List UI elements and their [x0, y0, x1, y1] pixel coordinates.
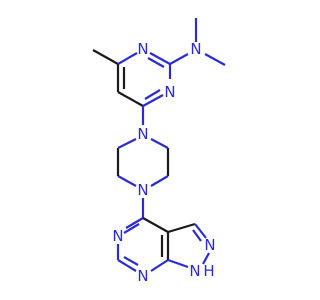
bond-c2-n1	[149, 52, 171, 65]
atom-pyrazole-n2: N	[204, 236, 215, 254]
bond-c4-n3	[142, 94, 164, 107]
atom-pyrazolopyrimidine-n5: N	[112, 227, 123, 245]
bond-pip-n-bottom-left	[117, 175, 137, 187]
bond-c6-n7-double	[123, 256, 139, 266]
bond-nme2-methyl-b	[204, 53, 226, 66]
atom-pyrazole-nh-hydrogen: H	[203, 262, 214, 280]
bond-pip-n-top-right	[150, 138, 169, 149]
bond-c3a-c4	[142, 217, 169, 233]
bond-c3-n2-double	[192, 229, 202, 242]
bond-c3a-c3	[167, 222, 196, 234]
atom-pyrimidine-n1: N	[137, 40, 148, 58]
bond-c6-n7	[117, 259, 137, 272]
bond-c5-c4	[117, 91, 144, 107]
bond-c2-n1-double	[147, 57, 165, 68]
bond-c3-n2	[194, 223, 207, 239]
atom-piperazine-n-bottom: N	[137, 181, 148, 199]
bond-pip-left-n-top	[117, 138, 137, 149]
atom-labels: N N N N N N N N N H	[112, 40, 215, 285]
atom-pyrazole-nh: N	[189, 262, 200, 280]
atom-pyrazolopyrimidine-n7: N	[137, 267, 148, 285]
bond-c4-n3-double	[144, 89, 161, 100]
bonds	[92, 18, 226, 272]
bond-methyl-c6	[92, 49, 119, 65]
atom-dimethylamino-n: N	[190, 40, 201, 58]
chemical-structure-diagram: N N N N N N N N N H	[92, 18, 226, 285]
bond-pip-right-n-bottom	[150, 175, 169, 187]
bond-c2-nme2	[169, 53, 189, 65]
atom-piperazine-n-top: N	[137, 125, 148, 143]
bond-n2-n1h	[202, 252, 210, 265]
bond-c4-n5	[125, 217, 144, 229]
atom-pyrimidine-n3: N	[164, 83, 175, 101]
bond-n7-c7a	[150, 259, 169, 272]
bond-c4-n5-double	[123, 223, 140, 234]
bond-n1-c6	[117, 52, 138, 65]
bond-n1h-c7a	[167, 258, 189, 269]
